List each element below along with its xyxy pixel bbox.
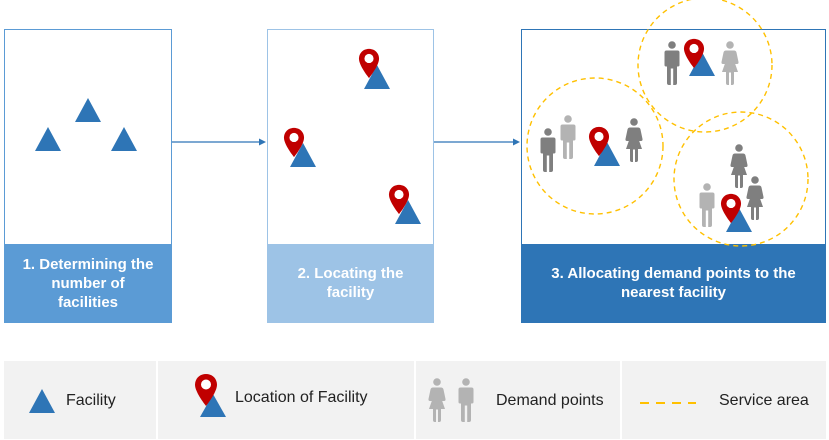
service-area-circle-2 — [526, 77, 664, 215]
facility-triangle-icon — [35, 127, 61, 151]
location-pin-icon — [195, 374, 226, 417]
located-facility-3 — [388, 184, 421, 224]
triangle-icon — [29, 389, 55, 413]
person-icon — [746, 176, 764, 220]
person-icon — [560, 115, 576, 159]
step-1-caption-line-1: 1. Determining the — [22, 255, 154, 273]
arrow-2-to-3 — [434, 138, 520, 146]
person-icon — [625, 118, 643, 162]
legend-facility: Facility — [4, 361, 156, 439]
person-icon — [664, 41, 680, 85]
legend-location-label: Location of Facility — [235, 389, 368, 406]
step-2-caption: 2. Locating the facility — [268, 244, 433, 322]
facility-triangle-icon — [75, 98, 101, 122]
legend-service-label: Service area — [719, 392, 809, 409]
legend-demand: Demand points — [416, 361, 620, 439]
arrow-1-to-2 — [172, 138, 266, 146]
step-1-caption-line-3: facilities — [57, 293, 118, 311]
person-icon — [428, 378, 474, 422]
legend-demand-label: Demand points — [496, 392, 604, 409]
legend-divider — [156, 361, 158, 439]
step-1-caption-line-2: number of — [51, 274, 125, 292]
person-icon — [540, 128, 556, 172]
step-3-caption: 3. Allocating demand points to the neare… — [522, 244, 825, 322]
person-icon — [721, 41, 739, 85]
located-facility-2 — [283, 127, 316, 167]
service-area-circle-3 — [673, 111, 809, 247]
legend-service: Service area — [622, 361, 826, 439]
step-3-caption-line-2: nearest facility — [620, 284, 727, 301]
step-2-panel: 2. Locating the facility — [267, 29, 434, 323]
located-facility-1 — [358, 48, 390, 89]
step-3-caption-line-1: 3. Allocating demand points to the — [551, 265, 796, 282]
legend: Facility Location of Facility Demand poi… — [4, 361, 826, 439]
step-1-caption: 1. Determining the number of facilities — [5, 244, 171, 322]
person-icon — [699, 183, 715, 227]
dashed-line-icon — [640, 402, 696, 404]
step-2-caption-line-2: facility — [326, 284, 375, 301]
legend-facility-label: Facility — [66, 392, 116, 409]
legend-location: Location of Facility — [158, 361, 414, 439]
facility-triangle-icon — [111, 127, 137, 151]
person-icon — [730, 144, 748, 188]
step-2-caption-line-1: 2. Locating the — [297, 265, 404, 282]
service-area-circle-1 — [637, 0, 773, 133]
legend-divider — [620, 361, 622, 439]
step-1-panel: 1. Determining the number of facilities — [4, 29, 172, 323]
legend-divider — [414, 361, 416, 439]
